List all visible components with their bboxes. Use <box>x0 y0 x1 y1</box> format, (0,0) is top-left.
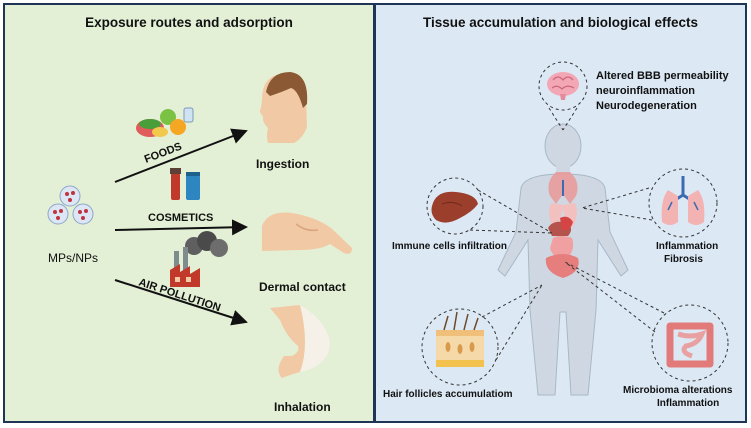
brain-callout <box>538 61 588 111</box>
brain-effect-line-3: Neurodegeneration <box>596 100 697 112</box>
brain-effect-line-1: Altered BBB permeability <box>596 70 729 82</box>
lungs-callout <box>648 168 718 238</box>
target-inhalation: Inhalation <box>274 400 331 414</box>
route-label-cosmetics: COSMETICS <box>148 212 213 224</box>
brain-effect-line-2: neuroinflammation <box>596 85 696 97</box>
effects-panel-title: Tissue accumulation and biological effec… <box>422 15 699 30</box>
skin-effect-label: Hair follicles accumulatiom <box>383 389 513 400</box>
skin-icon <box>436 311 484 367</box>
factory-icon <box>170 231 228 287</box>
nose-icon <box>270 305 330 378</box>
route-label-foods: FOODS <box>143 141 184 166</box>
lungs-effect-line-1: Inflammation <box>656 241 719 252</box>
body-icon <box>497 123 629 396</box>
intestine-icon <box>666 322 714 368</box>
cosmetics-icon <box>170 168 200 200</box>
dermal-arrow <box>114 219 248 236</box>
callout-connectors <box>469 107 665 361</box>
target-dermal-contact: Dermal contact <box>259 280 346 294</box>
intestine-effect-line-2: Inflammation <box>657 398 720 409</box>
target-ingestion: Ingestion <box>256 157 310 171</box>
liver-icon <box>431 191 478 223</box>
source-label: MPs/NPs <box>48 251 99 265</box>
ingestion-arrow <box>114 128 248 183</box>
food-icon <box>136 107 194 137</box>
lungs-effect-line-2: Fibrosis <box>664 254 703 265</box>
liver-effect-label: Immune cells infiltration <box>392 241 508 252</box>
hand-icon <box>262 212 352 254</box>
intestine-callout <box>651 304 729 382</box>
skin-callout <box>421 308 499 386</box>
particles-icon <box>47 185 94 225</box>
intestine-effect-line-1: Microbioma alterations <box>623 385 733 396</box>
brain-icon <box>547 72 579 100</box>
head-icon <box>259 72 308 143</box>
inhalation-arrow <box>114 279 248 326</box>
exposure-panel-title: Exposure routes and adsorption <box>85 15 293 30</box>
lungs-icon <box>661 176 705 225</box>
liver-callout <box>426 177 484 235</box>
